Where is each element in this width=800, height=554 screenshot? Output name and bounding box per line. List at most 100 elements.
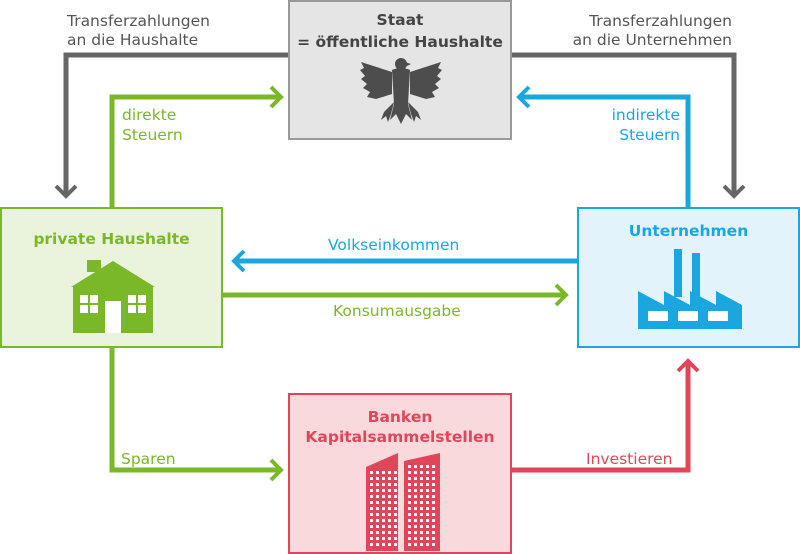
tower-window bbox=[376, 537, 379, 540]
label-transfer-haushalte-1: Transferzahlungen bbox=[67, 12, 210, 30]
arrowhead-indirekte-steuern bbox=[516, 85, 531, 109]
label-investieren: Investieren bbox=[586, 450, 673, 468]
tower-window bbox=[370, 507, 373, 510]
tower-window bbox=[376, 543, 379, 546]
tower-window bbox=[388, 501, 391, 504]
arrow-investieren bbox=[512, 361, 691, 473]
tower-window bbox=[394, 519, 397, 522]
tower-window bbox=[432, 531, 435, 534]
tower-window bbox=[408, 465, 411, 468]
tower-window bbox=[394, 489, 397, 492]
label-sparen: Sparen bbox=[121, 450, 176, 468]
tower-window bbox=[370, 477, 373, 480]
tower-window bbox=[394, 483, 397, 486]
tower-window bbox=[408, 477, 411, 480]
tower-window bbox=[388, 483, 391, 486]
tower-window bbox=[388, 495, 391, 498]
arrow-transfer-haushalte bbox=[63, 52, 288, 196]
tower-window bbox=[414, 519, 417, 522]
tower-window bbox=[420, 519, 423, 522]
tower-window bbox=[408, 519, 411, 522]
tower-window bbox=[382, 477, 385, 480]
tower-window bbox=[432, 477, 435, 480]
arrowhead-direkte-steuern bbox=[269, 85, 284, 109]
tower-window bbox=[388, 531, 391, 534]
tower-window bbox=[420, 483, 423, 486]
arrowhead-sparen bbox=[269, 458, 284, 482]
label-indirekte-steuern-1: indirekte bbox=[611, 106, 680, 124]
house-icon bbox=[71, 260, 155, 333]
tower-window bbox=[414, 525, 417, 528]
arrowhead-transfer-haushalte bbox=[54, 184, 78, 199]
label-direkte-steuern-2: Steuern bbox=[122, 126, 183, 144]
tower-window bbox=[394, 495, 397, 498]
tower-window bbox=[426, 543, 429, 546]
tower-window bbox=[394, 471, 397, 474]
tower-window bbox=[426, 519, 429, 522]
tower-window bbox=[388, 507, 391, 510]
tower-window bbox=[420, 525, 423, 528]
tower-window bbox=[408, 471, 411, 474]
label-transfer-unternehmen-2: an die Unternehmen bbox=[572, 31, 732, 49]
tower-window bbox=[432, 483, 435, 486]
tower-window bbox=[420, 477, 423, 480]
tower-window bbox=[414, 471, 417, 474]
tower-window bbox=[408, 513, 411, 516]
tower-window bbox=[394, 501, 397, 504]
tower-window bbox=[414, 513, 417, 516]
tower-window bbox=[370, 489, 373, 492]
haushalte-title: private Haushalte bbox=[33, 230, 190, 248]
label-indirekte-steuern-2: Steuern bbox=[619, 126, 680, 144]
tower-window bbox=[376, 513, 379, 516]
tower-window bbox=[414, 537, 417, 540]
tower-window bbox=[408, 525, 411, 528]
tower-window bbox=[370, 531, 373, 534]
tower-window bbox=[426, 471, 429, 474]
tower-window bbox=[370, 525, 373, 528]
tower-window bbox=[420, 489, 423, 492]
tower-window bbox=[394, 477, 397, 480]
tower-window bbox=[370, 483, 373, 486]
tower-window bbox=[408, 537, 411, 540]
tower-window bbox=[420, 537, 423, 540]
tower-window bbox=[432, 489, 435, 492]
tower-window bbox=[382, 471, 385, 474]
tower-window bbox=[420, 501, 423, 504]
tower-window bbox=[376, 489, 379, 492]
tower-window bbox=[370, 513, 373, 516]
tower-window bbox=[420, 531, 423, 534]
label-volkseinkommen: Volkseinkommen bbox=[328, 236, 460, 254]
tower-window bbox=[426, 483, 429, 486]
tower-window bbox=[408, 501, 411, 504]
arrowhead-investieren bbox=[676, 358, 700, 373]
arrowhead-transfer-unternehmen bbox=[722, 184, 746, 199]
tower-window bbox=[382, 501, 385, 504]
tower-window bbox=[388, 525, 391, 528]
tower-window bbox=[376, 507, 379, 510]
arrow-indirekte-steuern bbox=[519, 94, 691, 207]
factory-icon bbox=[638, 249, 742, 329]
tower-window bbox=[388, 489, 391, 492]
tower-window bbox=[382, 531, 385, 534]
tower-window bbox=[394, 543, 397, 546]
tower-window bbox=[376, 483, 379, 486]
office-towers-icon bbox=[366, 453, 440, 551]
label-direkte-steuern-1: direkte bbox=[122, 106, 177, 124]
tower-window bbox=[382, 495, 385, 498]
tower-window bbox=[408, 483, 411, 486]
tower-window bbox=[420, 465, 423, 468]
tower-window bbox=[408, 495, 411, 498]
tower-window bbox=[370, 543, 373, 546]
tower-window bbox=[426, 495, 429, 498]
tower-window bbox=[382, 537, 385, 540]
tower-window bbox=[426, 501, 429, 504]
arrow-sparen bbox=[109, 348, 281, 473]
federal-eagle-icon bbox=[360, 58, 442, 124]
tower-window bbox=[382, 519, 385, 522]
tower-window bbox=[414, 489, 417, 492]
staat-box: Staat = öffentliche Haushalte bbox=[288, 0, 512, 140]
tower-window bbox=[426, 477, 429, 480]
tower-window bbox=[388, 519, 391, 522]
tower-window bbox=[370, 501, 373, 504]
